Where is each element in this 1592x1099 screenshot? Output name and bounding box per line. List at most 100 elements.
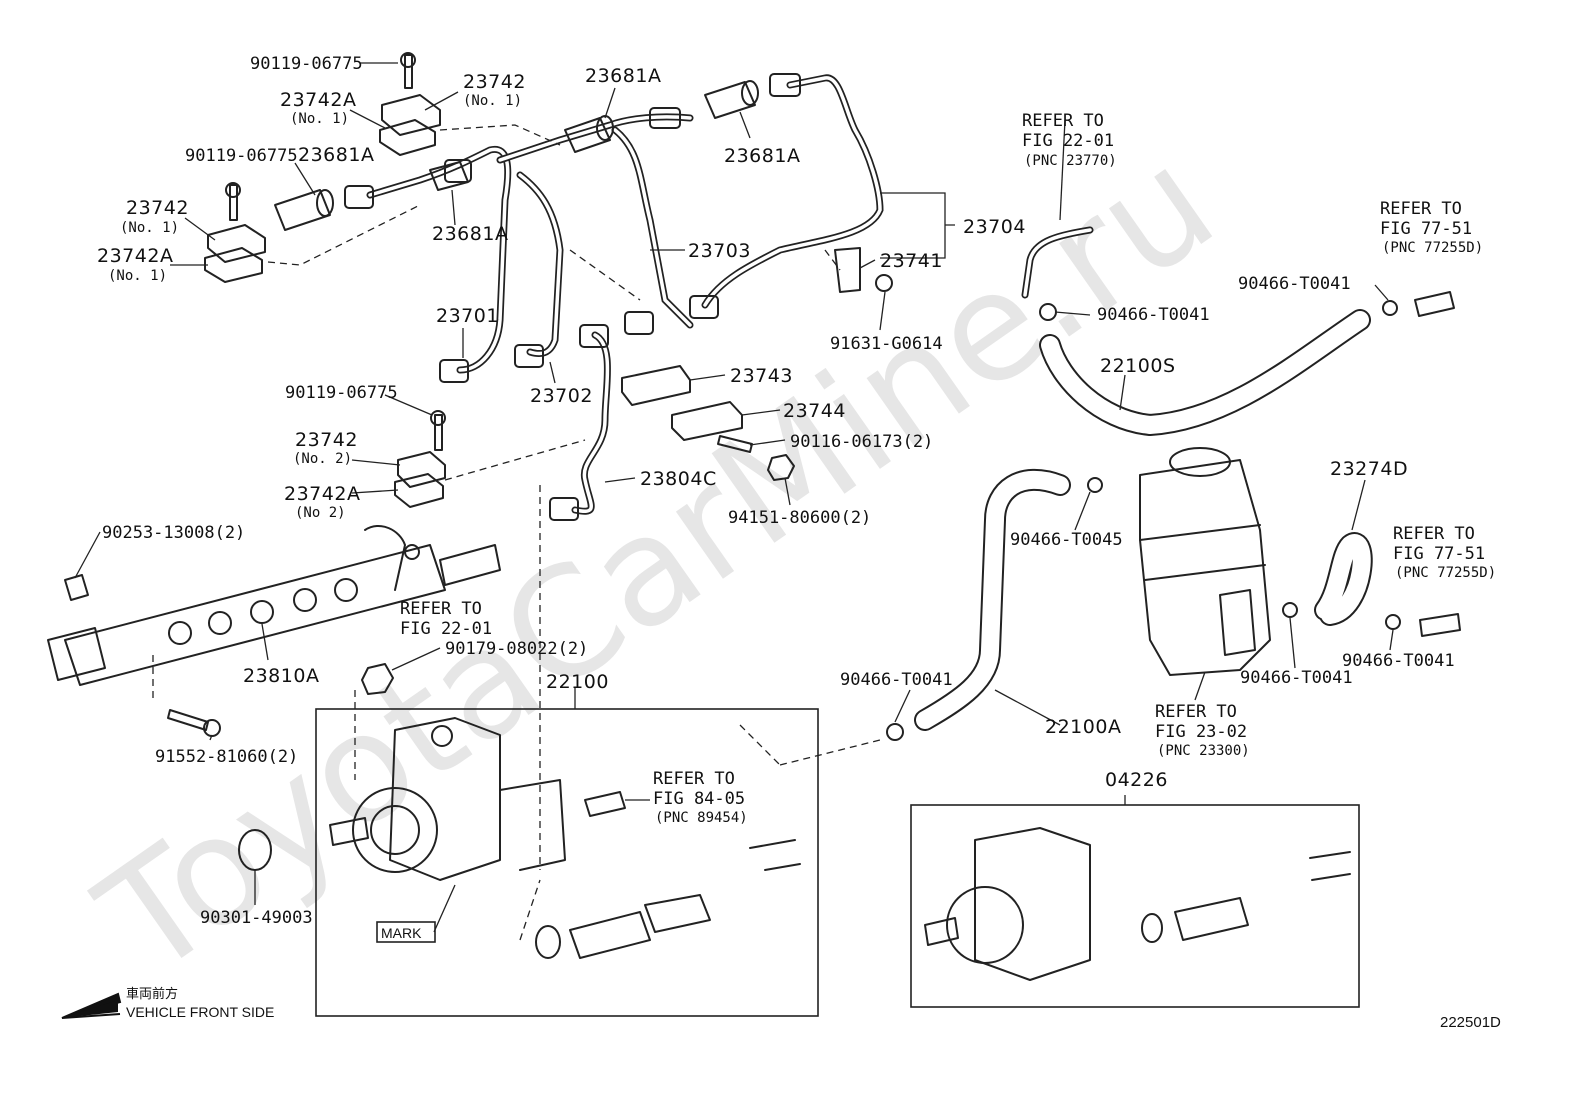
label-23681A-mid: 23681A — [432, 223, 508, 245]
label-23742A-b-sub: (No. 1) — [108, 268, 167, 284]
ref-fig-77-51-upper: REFER TO FIG 77-51 (PNC 77255D) — [1380, 199, 1483, 256]
plug-90253 — [64, 574, 89, 601]
pipe-23702 — [496, 113, 694, 357]
ref-fig-23-02: REFER TO FIG 23-02 (PNC 23300) — [1155, 702, 1250, 759]
sleeve-23681A-left — [274, 189, 334, 231]
box-04226 — [910, 804, 1360, 1008]
bolt-91552 — [167, 709, 221, 737]
mark-label: MARK — [376, 921, 436, 943]
hose-23274D — [1314, 532, 1373, 626]
label-23742-c: 23742 — [295, 429, 358, 451]
box-22100 — [315, 708, 819, 1017]
label-90466-T0041-c: 90466-T0041 — [1240, 668, 1353, 688]
mark-text: MARK — [381, 925, 422, 941]
label-90116-06173: 90116-06173(2) — [790, 432, 933, 452]
front-direction-jp: 車両前方 — [126, 986, 178, 1002]
label-90466-T0045: 90466-T0045 — [1010, 530, 1123, 550]
label-90301-49003: 90301-49003 — [200, 908, 313, 928]
label-90466-T0041-d: 90466-T0041 — [1342, 651, 1455, 671]
label-23742-b-sub: (No. 1) — [120, 220, 179, 236]
ref-line: FIG 77-51 — [1393, 544, 1485, 564]
label-23742-a-sub: (No. 1) — [463, 93, 522, 109]
clamp-23744 — [671, 401, 743, 441]
label-23703: 23703 — [688, 240, 751, 262]
clamp-23742-upper — [379, 52, 441, 156]
nut-94151 — [767, 454, 795, 481]
label-90119-06775-b: 90119-06775 — [185, 146, 298, 166]
label-90253-13008: 90253-13008(2) — [102, 523, 245, 543]
ref-line: REFER TO — [1155, 702, 1237, 722]
label-23810A: 23810A — [243, 665, 319, 687]
ref-line: FIG 23-02 — [1155, 722, 1247, 742]
bolt-90116 — [717, 435, 753, 453]
assembly-lines — [152, 124, 881, 941]
scv-22100 — [535, 839, 801, 959]
ref-line: (PNC 77255D) — [1395, 565, 1496, 581]
figure-id: 222501D — [1440, 1014, 1501, 1031]
common-rail-23810A — [47, 525, 501, 686]
sleeve-23681A-mid — [429, 161, 469, 191]
pump-assy-04226 — [924, 827, 1351, 981]
valve-89454 — [584, 791, 626, 817]
ref-line: REFER TO — [1393, 524, 1475, 544]
pipe-23770 — [1021, 226, 1094, 299]
ref-line: FIG 84-05 — [653, 789, 745, 809]
pipe-23704 — [701, 74, 884, 309]
fuel-filter — [1139, 447, 1271, 676]
ref-line: FIG 22-01 — [1022, 131, 1114, 151]
clamp-23743 — [621, 365, 691, 406]
label-23704: 23704 — [963, 216, 1026, 238]
ref-line: REFER TO — [653, 769, 735, 789]
ref-line: REFER TO — [400, 599, 482, 619]
front-direction-en: VEHICLE FRONT SIDE — [126, 1004, 274, 1020]
label-23742A-c: 23742A — [284, 483, 360, 505]
label-23742A-a: 23742A — [280, 89, 356, 111]
pipe-77255D-lower — [1419, 613, 1461, 637]
ref-line: REFER TO — [1380, 199, 1462, 219]
leader-lines — [74, 62, 1394, 933]
part-labels: 90119-06775 23742 (No. 1) 23742A (No. 1)… — [97, 54, 1455, 928]
clamp-23742-lower — [394, 410, 446, 508]
label-90119-06775-c: 90119-06775 — [285, 383, 398, 403]
ref-line: REFER TO — [1022, 111, 1104, 131]
label-23743: 23743 — [730, 365, 793, 387]
label-23744: 23744 — [783, 400, 846, 422]
label-23681A-left: 23681A — [298, 144, 374, 166]
label-23742-c-sub: (No. 2) — [293, 451, 352, 467]
ref-fig-84-05: REFER TO FIG 84-05 (PNC 89454) — [653, 769, 748, 826]
label-90466-T0041-e: 90466-T0041 — [840, 670, 953, 690]
sleeve-23681A-right — [704, 80, 759, 119]
arrow-head — [62, 1000, 118, 1018]
label-22100A: 22100A — [1045, 716, 1121, 738]
ref-line: (PNC 89454) — [655, 810, 748, 826]
ref-line: FIG 77-51 — [1380, 219, 1472, 239]
ref-fig-22-01-pnc-23770: REFER TO FIG 22-01 (PNC 23770) — [1022, 111, 1117, 169]
label-04226: 04226 — [1105, 769, 1168, 791]
front-direction-indicator: 車両前方 VEHICLE FRONT SIDE — [61, 986, 274, 1020]
label-23804C: 23804C — [640, 468, 717, 490]
supply-pump-22100 — [329, 717, 566, 881]
ref-fig-22-01-lower: REFER TO FIG 22-01 — [400, 599, 492, 639]
label-22100S: 22100S — [1100, 355, 1176, 377]
label-23742A-a-sub: (No. 1) — [290, 111, 349, 127]
label-23702: 23702 — [530, 385, 593, 407]
pipe-fittings — [344, 73, 801, 521]
label-23742A-c-sub: (No 2) — [295, 505, 346, 521]
hose-22100A — [914, 469, 1071, 731]
label-23742A-b: 23742A — [97, 245, 173, 267]
label-22100: 22100 — [546, 671, 609, 693]
label-94151-80600: 94151-80600(2) — [728, 508, 871, 528]
pipe-23701 — [366, 145, 512, 374]
label-23681A-top: 23681A — [585, 65, 661, 87]
ref-line: (PNC 23300) — [1157, 743, 1250, 759]
ref-fig-77-51-lower: REFER TO FIG 77-51 (PNC 77255D) — [1393, 524, 1496, 581]
label-23701: 23701 — [436, 305, 499, 327]
label-23741: 23741 — [880, 250, 943, 272]
hose-22100S — [1039, 309, 1371, 436]
bracket-23741 — [834, 247, 893, 293]
label-23274D: 23274D — [1330, 458, 1408, 480]
label-91631-G0614: 91631-G0614 — [830, 334, 943, 354]
pipe-23703 — [611, 126, 694, 329]
